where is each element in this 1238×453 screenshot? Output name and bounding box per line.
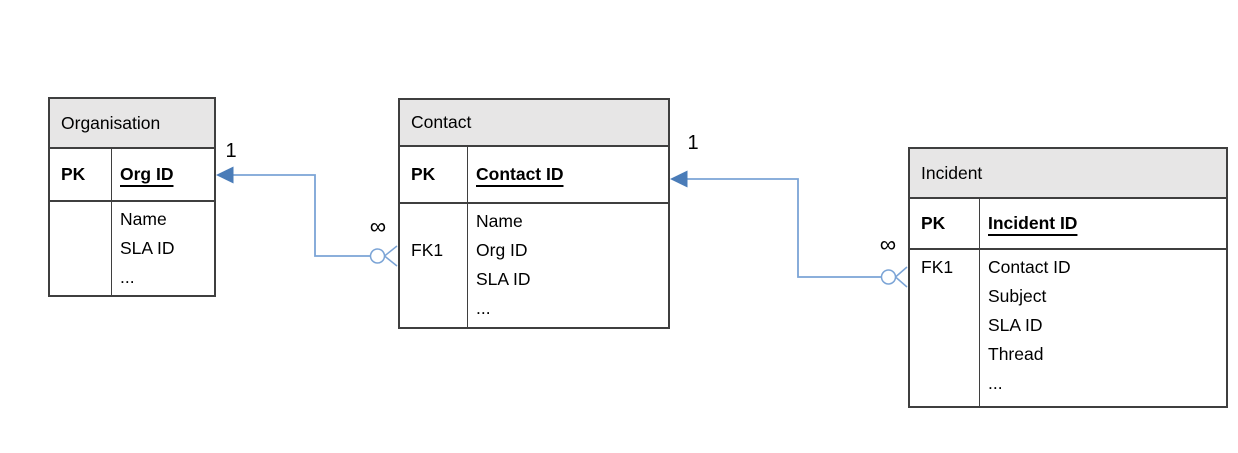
pk-label-cell: PK <box>910 199 980 248</box>
entity-contact-attributes-row: FK1 Name Org ID SLA ID ... <box>400 204 668 327</box>
fk-line: FK1 <box>921 257 954 277</box>
one-arrowhead-icon <box>216 166 234 184</box>
attribute: Name <box>120 209 167 229</box>
entity-organisation-attributes-row: Name SLA ID ... <box>50 202 214 295</box>
attribute: Subject <box>988 286 1047 306</box>
entity-contact-pk-row: PK Contact ID <box>400 147 668 204</box>
entity-incident-title-bar: Incident <box>910 149 1226 199</box>
pk-field-cell: Incident ID <box>980 199 1226 248</box>
pk-field-cell: Org ID <box>112 149 214 200</box>
attribute: Name <box>476 211 523 231</box>
cardinality-one-label: 1 <box>225 140 237 162</box>
zero-circle-icon <box>369 248 386 264</box>
fk-line <box>411 294 467 323</box>
fk-line <box>921 369 979 398</box>
fk-line <box>61 263 111 292</box>
entity-incident-pk-row: PK Incident ID <box>910 199 1226 250</box>
fk-column <box>50 202 112 295</box>
fk-column: FK1 <box>400 204 468 327</box>
entity-contact-title-bar: Contact <box>400 100 668 147</box>
attributes-column: Contact ID Subject SLA ID Thread ... <box>980 250 1226 406</box>
fk-line <box>61 205 111 234</box>
attributes-column: Name SLA ID ... <box>112 202 214 295</box>
entity-contact[interactable]: Contact PK Contact ID FK1 Name Org ID SL… <box>398 98 670 329</box>
entity-incident-attributes-row: FK1 Contact ID Subject SLA ID Thread ... <box>910 250 1226 406</box>
entity-organisation[interactable]: Organisation PK Org ID Name SLA ID ... <box>48 97 216 297</box>
connector-line <box>687 178 882 278</box>
entity-organisation-pk-row: PK Org ID <box>50 149 214 202</box>
attribute: SLA ID <box>476 269 531 289</box>
crow-foot-many-icon <box>895 266 908 288</box>
attribute: Contact ID <box>988 257 1071 277</box>
entity-title: Contact <box>411 112 472 132</box>
zero-circle-icon <box>880 269 897 285</box>
pk-field-name: Org ID <box>120 164 174 184</box>
fk-line <box>921 311 979 340</box>
pk-field-name: Incident ID <box>988 213 1078 233</box>
attribute: ... <box>476 298 491 318</box>
cardinality-one-label: 1 <box>687 132 699 154</box>
attribute: SLA ID <box>988 315 1043 335</box>
attribute: SLA ID <box>120 238 175 258</box>
entity-title: Incident <box>921 162 983 183</box>
fk-line <box>411 265 467 294</box>
attribute: ... <box>988 373 1003 393</box>
crow-foot-many-icon <box>384 245 398 267</box>
pk-label-cell: PK <box>50 149 112 200</box>
entity-organisation-title-bar: Organisation <box>50 99 214 149</box>
pk-label-cell: PK <box>400 147 468 202</box>
entity-title: Organisation <box>61 112 161 133</box>
cardinality-many-label: ∞ <box>369 213 387 239</box>
fk-line <box>61 234 111 263</box>
one-arrowhead-icon <box>670 170 688 188</box>
attribute: ... <box>120 267 135 287</box>
entity-incident[interactable]: Incident PK Incident ID FK1 Contact ID S… <box>908 147 1228 408</box>
fk-line <box>921 340 979 369</box>
pk-field-name: Contact ID <box>476 164 564 184</box>
attribute: Org ID <box>476 240 528 260</box>
connector-line <box>233 174 371 257</box>
pk-field-cell: Contact ID <box>468 147 668 202</box>
fk-line <box>411 207 467 236</box>
fk-column: FK1 <box>910 250 980 406</box>
attribute: Thread <box>988 344 1044 364</box>
attributes-column: Name Org ID SLA ID ... <box>468 204 668 327</box>
fk-line: FK1 <box>411 240 444 260</box>
fk-line <box>921 282 979 311</box>
cardinality-many-label: ∞ <box>879 231 897 257</box>
